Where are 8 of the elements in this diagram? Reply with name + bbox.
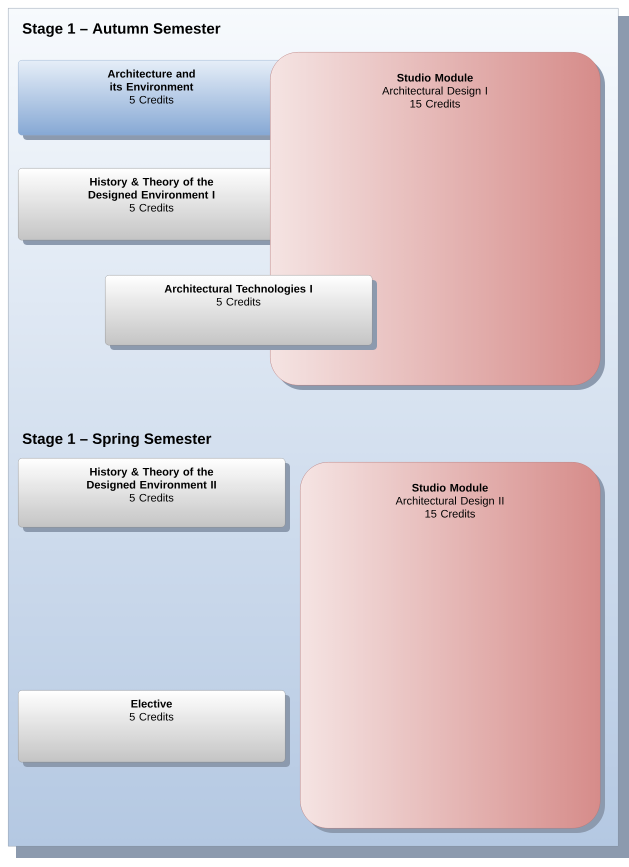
studio-module-box: Studio Module Architectural Design II 15 Credits <box>300 462 605 833</box>
module-box: Elective 5 Credits <box>18 690 290 767</box>
module-box: History & Theory of the Designed Environment II 5 Credits <box>18 458 290 532</box>
module-box: Architecture and its Environment 5 Credits <box>18 60 290 140</box>
stage-heading: Stage 1 – Spring Semester <box>22 432 212 448</box>
module-box: Architectural Technologies I 5 Credits <box>105 275 377 350</box>
module-box: History & Theory of the Designed Environment I 5 Credits <box>18 168 290 245</box>
stage-heading: Stage 1 – Autumn Semester <box>22 23 220 37</box>
